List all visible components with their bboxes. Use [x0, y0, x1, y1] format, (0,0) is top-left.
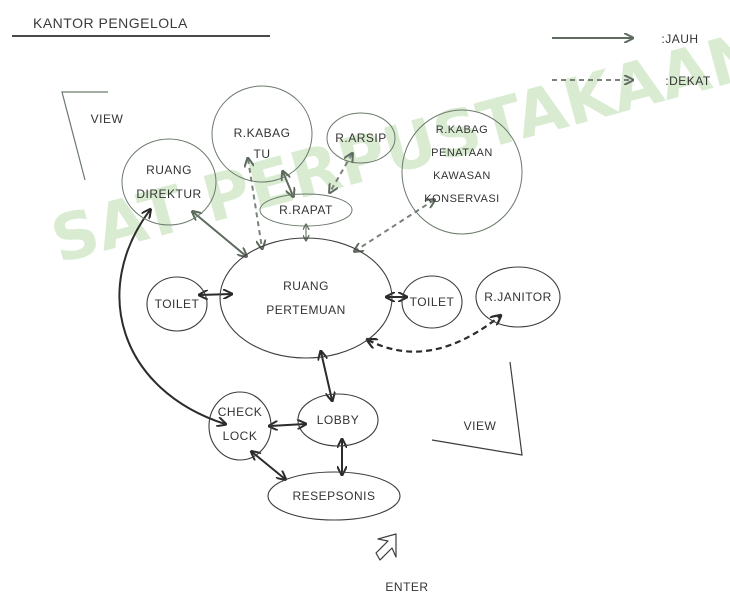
node-label: R.JANITOR: [484, 290, 552, 304]
node-label: PERTEMUAN: [266, 303, 346, 317]
link-pertemuan-janitor: [368, 316, 500, 353]
node-label: TOILET: [155, 297, 200, 311]
node-label: LOCK: [223, 429, 258, 443]
legend-solid-label: :JAUH: [661, 32, 698, 46]
link-direktur-checklock: [118, 210, 225, 424]
node-toilet-right: TOILET: [401, 275, 463, 329]
link-checklock-lobby: [270, 424, 305, 426]
watermark-text: SAT PERPUSTAKAAN: [44, 18, 730, 279]
node-resepsonis: RESEPSONIS: [267, 471, 401, 521]
node-rrapat: R.RAPAT: [259, 193, 353, 227]
node-label: R.KABAG: [234, 126, 291, 140]
node-label: R.ARSIP: [335, 131, 387, 145]
node-toilet-left: TOILET: [146, 276, 208, 332]
node-label: TU: [254, 147, 271, 161]
node-label: TOILET: [410, 295, 455, 309]
node-ruang-pertemuan: RUANG PERTEMUAN: [219, 237, 393, 359]
view-label-top: VIEW: [91, 112, 124, 126]
node-label: CHECK: [218, 405, 263, 419]
link-checklock-resepsonis: [252, 452, 285, 479]
view-marker-bottom: [431, 361, 523, 456]
node-label: DIREKTUR: [136, 187, 201, 201]
entrance-label: ENTER: [385, 580, 428, 594]
node-label: RUANG: [146, 163, 192, 177]
node-check-lock: CHECK LOCK: [208, 391, 272, 461]
node-rarsip: R.ARSIP: [326, 112, 396, 164]
node-rkabag-penataan: R.KABAG PENATAAN KAWASAN KONSERVASI: [401, 109, 523, 235]
link-penataan-pertemuan: [355, 200, 434, 251]
entrance-arrow-icon: [375, 533, 397, 561]
node-rjanitor: R.JANITOR: [475, 266, 561, 328]
view-label-bottom: VIEW: [464, 419, 497, 433]
legend-dashed-label: :DEKAT: [665, 74, 711, 88]
node-label: KAWASAN: [433, 170, 491, 182]
node-ruang-direktur: RUANG DIREKTUR: [121, 138, 217, 226]
node-rkabag-tu: R.KABAG TU: [211, 85, 313, 183]
link-pertemuan-lobby: [321, 352, 332, 400]
node-label: RESEPSONIS: [292, 489, 375, 503]
node-label: PENATAAN: [431, 147, 493, 159]
node-label: R.RAPAT: [279, 203, 333, 217]
node-label: LOBBY: [317, 413, 360, 427]
link-arsip-rapat: [330, 154, 352, 192]
node-label: R.KABAG: [436, 124, 488, 136]
node-label: RUANG: [283, 279, 329, 293]
view-marker-top: [61, 91, 108, 181]
link-tu-rapat: [283, 172, 293, 196]
diagram-title: KANTOR PENGELOLA: [33, 15, 188, 31]
link-tu-pertemuan: [248, 159, 262, 248]
node-label: KONSERVASI: [424, 193, 500, 205]
node-lobby: LOBBY: [297, 393, 379, 447]
